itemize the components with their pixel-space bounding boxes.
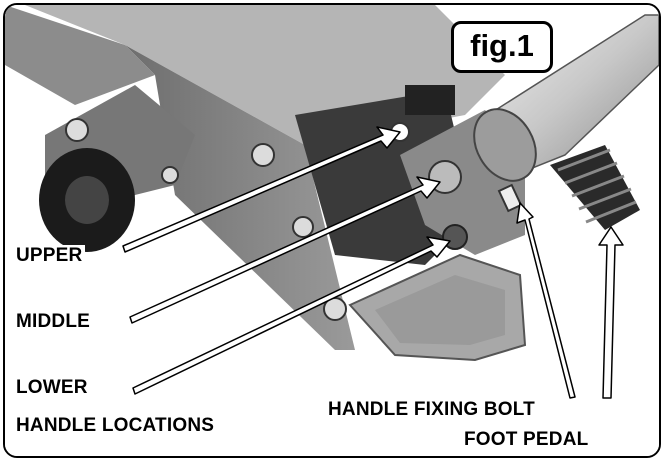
side-bolt-1 [251,143,275,167]
upper-slot [405,85,455,115]
arrow-lower [132,236,451,395]
handle-collar [473,108,537,182]
side-bolt-4 [161,166,179,184]
handle-fixing-bolt [497,183,523,213]
arrow-middle [129,176,441,324]
arrow-fixing-bolt [516,202,576,399]
label-foot-pedal: FOOT PEDAL [461,429,592,451]
label-handle-locations: HANDLE LOCATIONS [13,415,218,437]
label-handle-fixing-bolt: HANDLE FIXING BOLT [325,399,538,421]
wheel-bolt [65,118,89,142]
arrow-foot-pedal [598,226,624,399]
foot-pan-inner [375,275,505,345]
side-bolt-2 [292,216,314,238]
label-lower: LOWER [13,377,91,399]
figure-frame: fig.1 UPPER MIDDLE LOWER HANDLE LOCATION… [3,3,661,458]
callout-arrows [122,126,624,399]
wheel-hub [65,176,109,224]
figure-label: fig.1 [451,21,553,73]
label-upper: UPPER [13,245,86,267]
jack-photo [5,5,659,456]
jack-chassis-left [5,5,155,105]
arrow-upper [122,126,401,253]
label-middle: MIDDLE [13,311,94,333]
foot-pedal-ribs [557,148,637,224]
